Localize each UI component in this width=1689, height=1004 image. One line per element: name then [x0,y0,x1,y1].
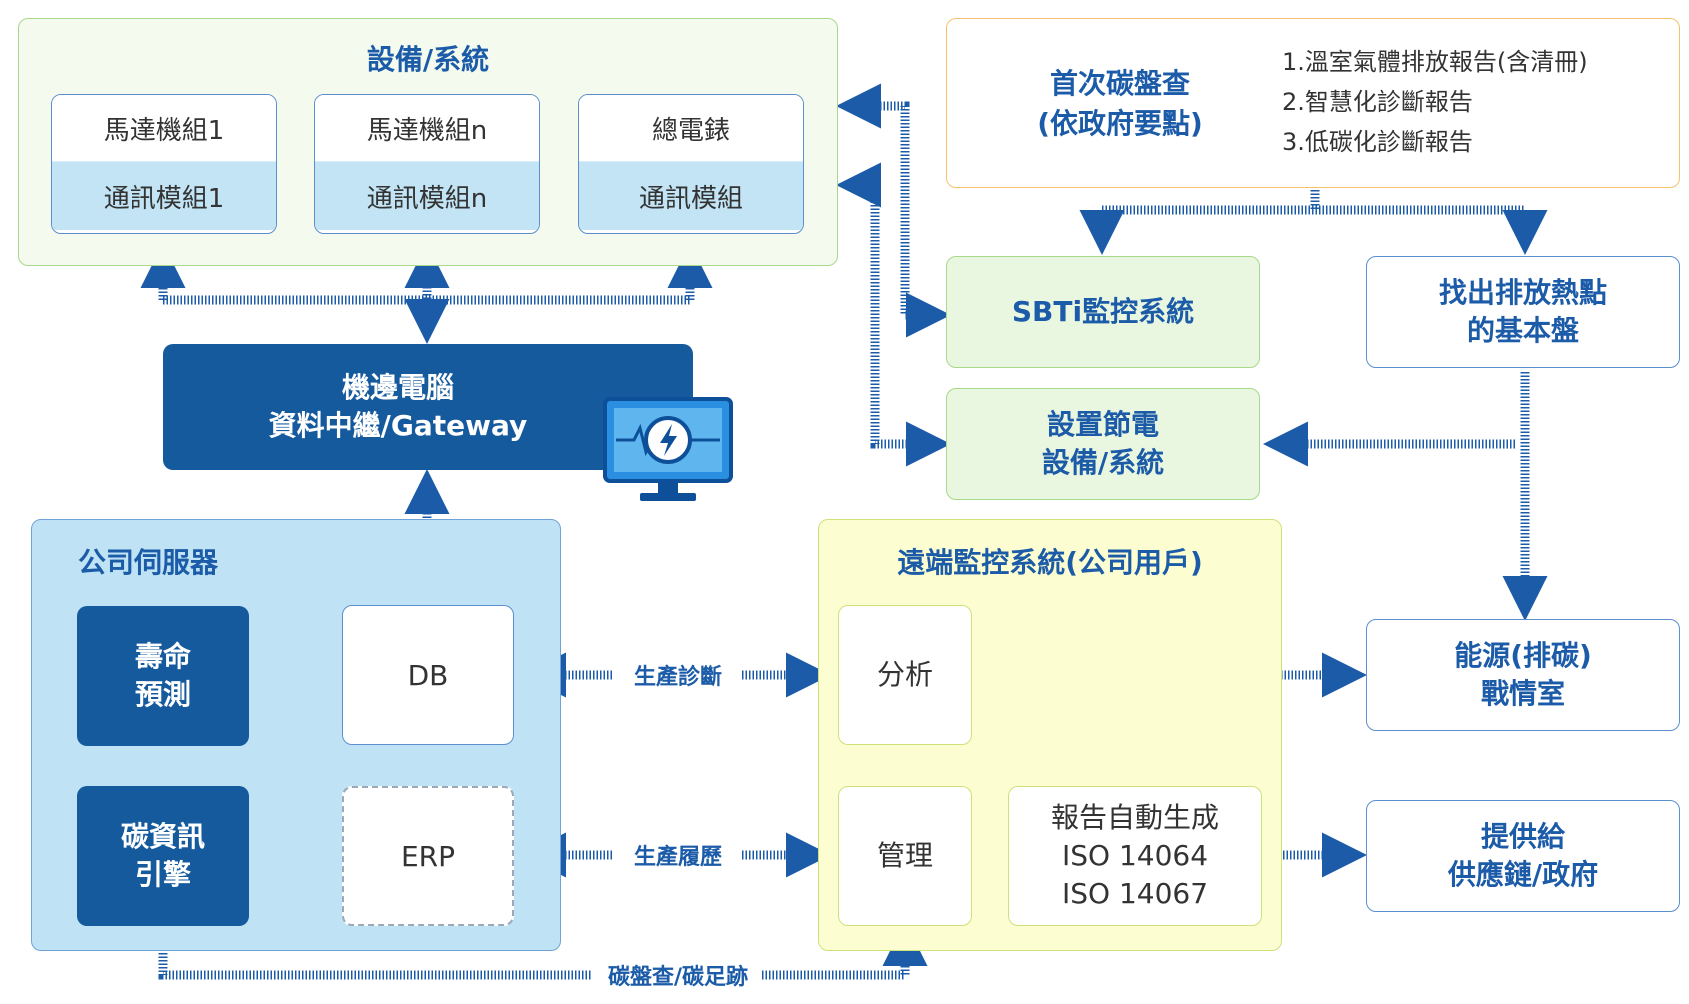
device-main-meter-label: 總電錶 [579,95,803,161]
life-prediction-node[interactable]: 壽命 預測 [77,606,249,746]
report-line1: 報告自動生成 [1050,801,1219,834]
first-inventory-line2: (依政府要點) [1037,107,1203,140]
monitor-lightning-icon [603,397,733,501]
company-server-title: 公司伺服器 [78,546,219,579]
gateway-line1: 機邊電腦 [341,371,454,404]
edge-label-carbon-footprint: 碳盤查/碳足跡 [596,959,760,991]
war-room-node[interactable]: 能源(排碳) 戰情室 [1366,619,1680,731]
first-inventory-region [946,18,1680,188]
supply-chain-line2: 供應鏈/政府 [1447,858,1599,891]
hotspot-line1: 找出排放熱點 [1438,276,1607,309]
energy-saving-node[interactable]: 設置節電 設備/系統 [946,388,1260,500]
war-room-line2: 戰情室 [1480,677,1565,710]
device-motor-1[interactable]: 馬達機組1 通訊模組1 [51,94,277,234]
sbti-equipment-connector [836,83,951,338]
report-line3: ISO 14067 [1061,877,1209,910]
device-motor-n[interactable]: 馬達機組n 通訊模組n [314,94,540,234]
erp-node[interactable]: ERP [342,786,514,926]
edge-label-production-history: 生產履歷 [618,839,738,871]
device-main-meter-comm: 通訊模組 [579,161,803,230]
device-motor-n-comm: 通訊模組n [315,161,539,230]
device-main-meter[interactable]: 總電錶 通訊模組 [578,94,804,234]
db-node[interactable]: DB [342,605,514,745]
inventory-report-list: 1.溫室氣體排放報告(含清冊) 2.智慧化診斷報告 3.低碳化診斷報告 [1282,42,1662,166]
inventory-report-item: 1.溫室氣體排放報告(含清冊) [1282,48,1588,76]
device-motor-n-label: 馬達機組n [315,95,539,161]
inventory-report-item: 2.智慧化診斷報告 [1282,88,1473,116]
equipment-title: 設備/系統 [366,43,490,76]
gateway-line2: 資料中繼/Gateway [268,409,528,442]
sbti-node[interactable]: SBTi監控系統 [946,256,1260,368]
energy-saving-line1: 設置節電 [1046,408,1159,441]
edge-label-production-diagnosis: 生產診斷 [618,659,738,691]
report-line2: ISO 14064 [1061,839,1209,872]
supply-chain-node[interactable]: 提供給 供應鏈/政府 [1366,800,1680,912]
device-motor-1-comm: 通訊模組1 [52,161,276,230]
life-prediction-line2: 預測 [134,678,191,711]
hotspot-node[interactable]: 找出排放熱點 的基本盤 [1366,256,1680,368]
analysis-node[interactable]: 分析 [838,605,972,745]
remote-monitoring-title: 遠端監控系統(公司用戶) [897,546,1203,579]
saving-equipment-connector [836,162,951,467]
management-node[interactable]: 管理 [838,786,972,926]
energy-saving-line2: 設備/系統 [1041,446,1165,479]
first-inventory-title: 首次碳盤查 (依政府要點) [1010,58,1230,150]
life-prediction-line1: 壽命 [134,640,191,673]
carbon-engine-line1: 碳資訊 [120,820,205,853]
carbon-engine-node[interactable]: 碳資訊 引擎 [77,786,249,926]
first-inventory-line1: 首次碳盤查 [1049,67,1190,100]
carbon-engine-line2: 引擎 [134,858,191,891]
report-generation-node[interactable]: 報告自動生成 ISO 14064 ISO 14067 [1008,786,1262,926]
inventory-report-item: 3.低碳化診斷報告 [1282,128,1473,156]
device-motor-1-label: 馬達機組1 [52,95,276,161]
war-room-line1: 能源(排碳) [1454,639,1592,672]
supply-chain-line1: 提供給 [1480,820,1565,853]
hotspot-line2: 的基本盤 [1466,314,1579,347]
